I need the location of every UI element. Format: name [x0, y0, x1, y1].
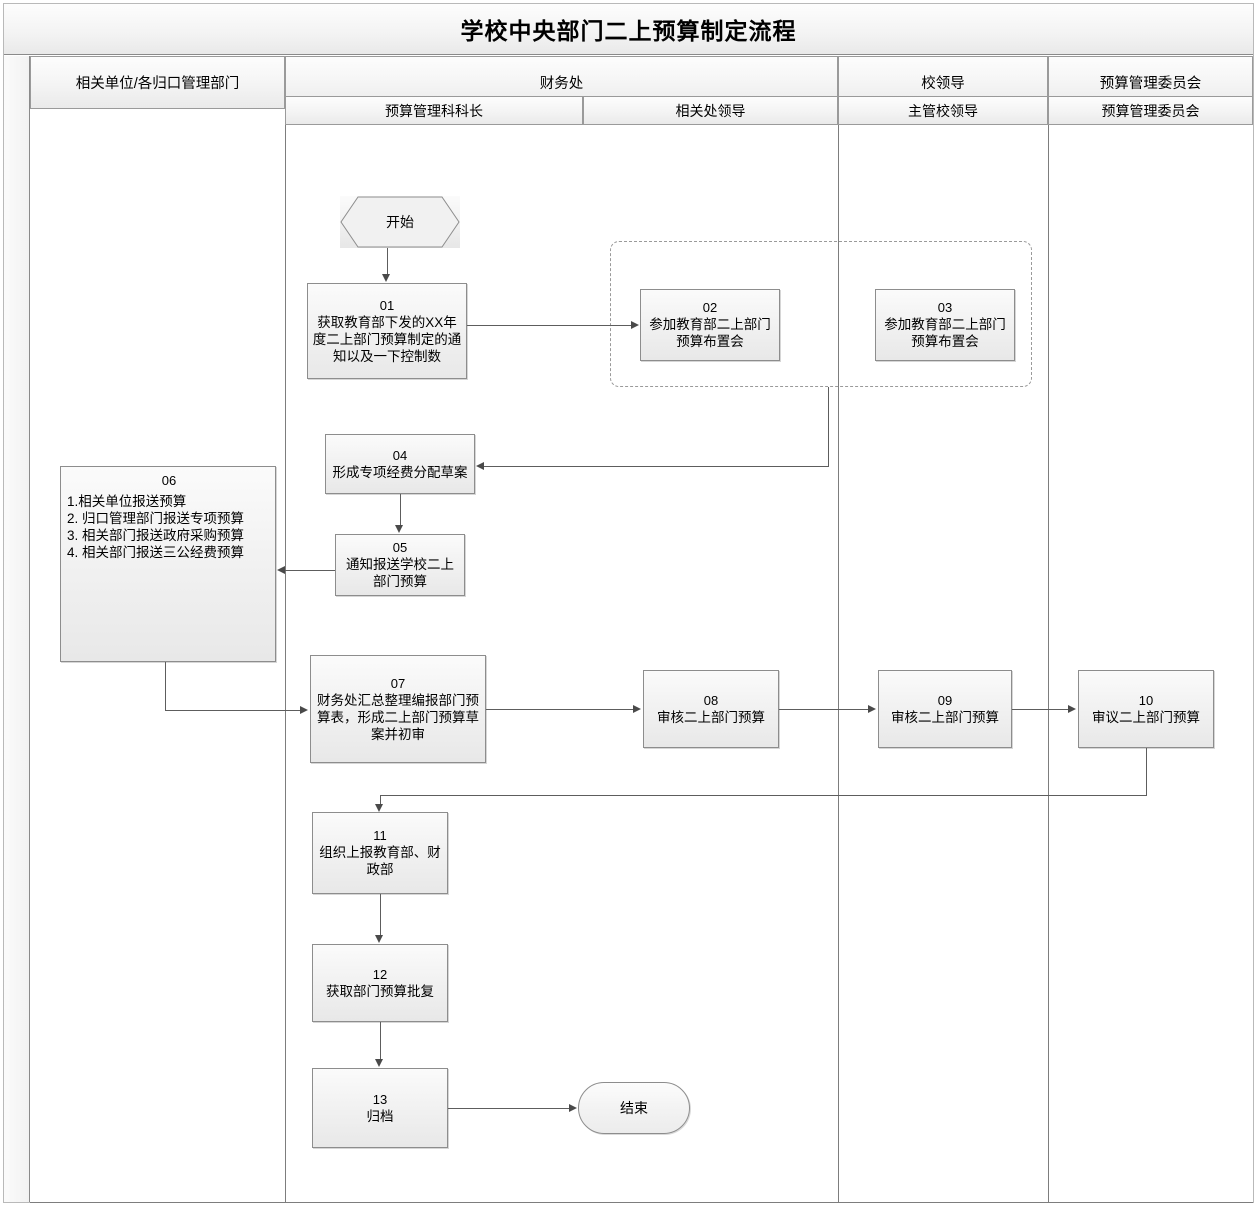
edge-01-02: [467, 325, 632, 326]
edge-04-05: [400, 494, 401, 526]
diagram-title-bar: 学校中央部门二上预算制定流程: [4, 4, 1253, 55]
edge-02-04-arrow: [476, 462, 484, 470]
node-05-number: 05: [392, 540, 408, 555]
node-05-text: 通知报送学校二上部门预算: [346, 557, 454, 589]
node-11-text: 组织上报教育部、财政部: [319, 845, 441, 877]
node-01-text: 获取教育部下发的XX年度二上部门预算制定的通知以及一下控制数: [312, 314, 462, 364]
node-end[interactable]: 结束: [578, 1082, 690, 1134]
node-07[interactable]: 07 财务处汇总整理编报部门预算表，形成二上部门预算草案并初审: [310, 655, 486, 763]
node-08-text: 审核二上部门预算: [657, 709, 765, 725]
edge-11-12: [380, 894, 381, 936]
edge-12-13: [380, 1022, 381, 1060]
node-10-text: 审议二上部门预算: [1092, 709, 1200, 725]
edge-06-07-v: [165, 662, 166, 711]
node-09[interactable]: 09 审核二上部门预算: [878, 670, 1012, 748]
node-04-text: 形成专项经费分配草案: [332, 464, 468, 480]
edge-06-07-h: [165, 710, 301, 711]
lane-header-related-units: 相关单位/各归口管理部门: [30, 56, 285, 109]
edge-06-07-arrow: [300, 706, 308, 714]
node-05[interactable]: 05 通知报送学校二上部门预算: [335, 534, 465, 596]
page-title: 学校中央部门二上预算制定流程: [460, 18, 797, 44]
node-07-number: 07: [390, 675, 406, 691]
edge-08-09: [779, 709, 869, 710]
sublane-header-label: 预算管理委员会: [1101, 102, 1200, 119]
node-13[interactable]: 13 归档: [312, 1068, 448, 1148]
sublane-header-office-leaders: 相关处领导: [583, 96, 838, 125]
lane-header-label: 校领导: [921, 76, 965, 92]
node-04-number: 04: [392, 447, 408, 463]
lane-header-label: 预算管理委员会: [1099, 76, 1202, 92]
edge-13-end-arrow: [569, 1104, 577, 1112]
edge-09-10-arrow: [1068, 705, 1076, 713]
node-03-number: 03: [937, 300, 953, 315]
edge-10-11-h: [380, 795, 1147, 796]
lane-header-label: 财务处: [539, 76, 584, 92]
edge-07-08: [486, 709, 634, 710]
edge-start-01: [387, 248, 388, 275]
left-rail: [4, 56, 30, 1202]
node-09-number: 09: [937, 692, 953, 708]
edge-10-11-arrow: [375, 804, 383, 812]
node-end-label: 结束: [620, 1100, 648, 1116]
edge-07-08-arrow: [633, 705, 641, 713]
meeting-group-boundary: [610, 241, 1032, 387]
edge-11-12-arrow: [375, 935, 383, 943]
sublane-header-budget-committee: 预算管理委员会: [1048, 96, 1253, 125]
edge-10-11-v2: [380, 795, 381, 807]
node-06-text: 1.相关单位报送预算 2. 归口管理部门报送专项预算 3. 相关部门报送政府采购…: [67, 494, 245, 560]
node-12-number: 12: [372, 966, 388, 982]
edge-02-04-h: [484, 466, 829, 467]
edge-04-05-arrow: [395, 525, 403, 533]
node-11[interactable]: 11 组织上报教育部、财政部: [312, 812, 448, 894]
node-08-number: 08: [703, 692, 719, 708]
hexagon-icon: [340, 196, 460, 248]
edge-09-10: [1012, 709, 1069, 710]
node-04[interactable]: 04 形成专项经费分配草案: [325, 434, 475, 494]
lane-divider-1: [285, 125, 286, 1202]
sublane-header-label: 相关处领导: [675, 102, 746, 119]
sublane-header-supervising-leader: 主管校领导: [838, 96, 1048, 125]
node-12[interactable]: 12 获取部门预算批复: [312, 944, 448, 1022]
edge-05-06: [285, 570, 335, 571]
lane-header-label: 相关单位/各归口管理部门: [75, 76, 240, 92]
node-11-number: 11: [373, 828, 387, 843]
edge-12-13-arrow: [375, 1059, 383, 1067]
node-07-text: 财务处汇总整理编报部门预算表，形成二上部门预算草案并初审: [317, 692, 479, 742]
edge-10-11-v1: [1146, 748, 1147, 796]
node-start[interactable]: 开始: [340, 196, 460, 248]
node-03-text: 参加教育部二上部门预算布置会: [884, 317, 1006, 349]
node-13-text: 归档: [366, 1108, 394, 1124]
node-02[interactable]: 02 参加教育部二上部门预算布置会: [640, 289, 780, 361]
lane-bottom-border: [30, 1202, 1253, 1203]
node-01-number: 01: [379, 297, 395, 313]
lane-divider-3: [1048, 125, 1049, 1202]
node-09-text: 审核二上部门预算: [891, 709, 999, 725]
node-03[interactable]: 03 参加教育部二上部门预算布置会: [875, 289, 1015, 361]
node-08[interactable]: 08 审核二上部门预算: [643, 670, 779, 748]
edge-01-02-arrow: [631, 321, 639, 329]
node-02-text: 参加教育部二上部门预算布置会: [649, 317, 771, 349]
node-start-label: 开始: [386, 214, 414, 230]
edge-05-06-arrow: [277, 566, 285, 574]
node-06[interactable]: 06 1.相关单位报送预算 2. 归口管理部门报送专项预算 3. 相关部门报送政…: [60, 466, 276, 662]
sublane-header-label: 主管校领导: [908, 102, 978, 119]
edge-02-04-v: [828, 387, 829, 466]
edge-start-01-arrow: [382, 274, 390, 282]
node-01[interactable]: 01 获取教育部下发的XX年度二上部门预算制定的通知以及一下控制数: [307, 283, 467, 379]
node-10[interactable]: 10 审议二上部门预算: [1078, 670, 1214, 748]
edge-08-09-arrow: [868, 705, 876, 713]
node-06-number: 06: [161, 473, 177, 488]
node-02-number: 02: [702, 300, 718, 315]
node-13-number: 13: [372, 1091, 388, 1107]
sublane-header-label: 预算管理科科长: [385, 102, 483, 119]
node-12-text: 获取部门预算批复: [326, 983, 434, 999]
edge-13-end: [448, 1108, 570, 1109]
lane-divider-2: [838, 125, 839, 1202]
node-10-number: 10: [1138, 692, 1154, 708]
sublane-header-budget-section-chief: 预算管理科科长: [285, 96, 583, 125]
